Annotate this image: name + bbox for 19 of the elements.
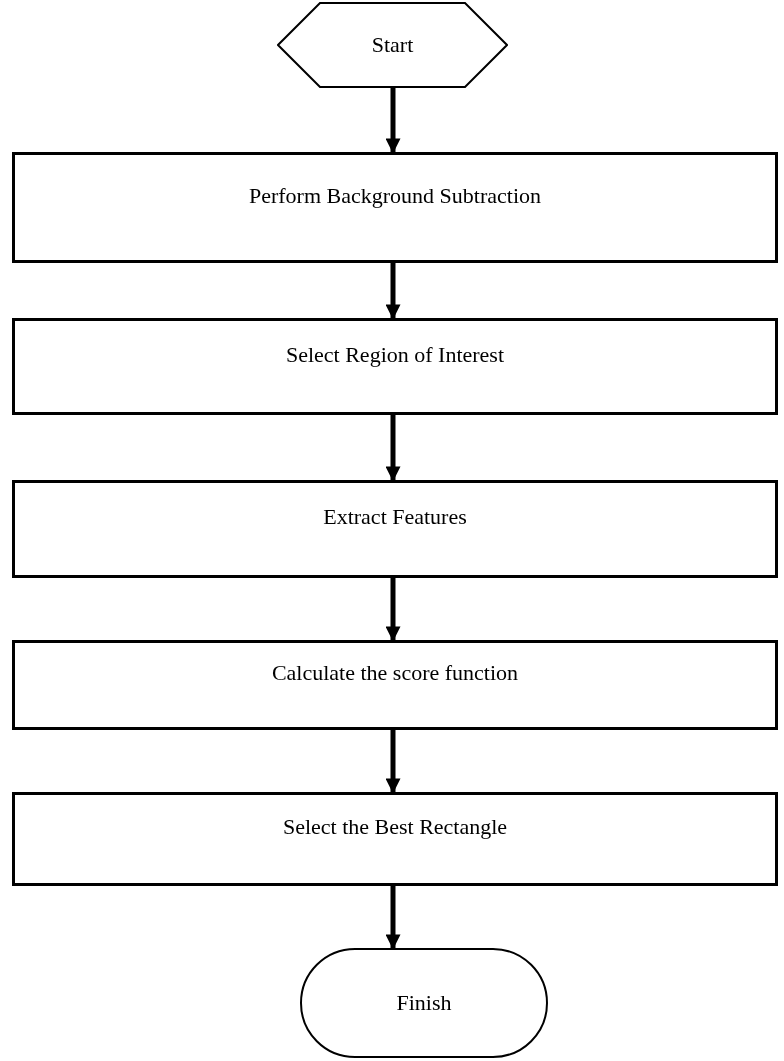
process-box bbox=[12, 480, 778, 578]
step-label: Select the Best Rectangle bbox=[282, 813, 508, 841]
process-box bbox=[12, 318, 778, 415]
step-label: Perform Background Subtraction bbox=[248, 181, 542, 210]
arrow bbox=[385, 730, 401, 794]
arrow bbox=[385, 578, 401, 642]
arrow bbox=[385, 415, 401, 482]
step-label: Calculate the score function bbox=[271, 659, 519, 687]
step-label: Finish bbox=[396, 989, 452, 1017]
process-box bbox=[12, 640, 778, 730]
start-hexagon bbox=[277, 2, 508, 88]
arrow bbox=[385, 886, 401, 950]
step-label: Extract Features bbox=[323, 503, 467, 531]
arrow bbox=[385, 263, 401, 320]
step-label: Select Region of Interest bbox=[285, 340, 505, 369]
arrow bbox=[385, 88, 401, 154]
process-box bbox=[12, 792, 778, 886]
process-box bbox=[12, 152, 778, 263]
step-label: Start bbox=[371, 31, 414, 59]
